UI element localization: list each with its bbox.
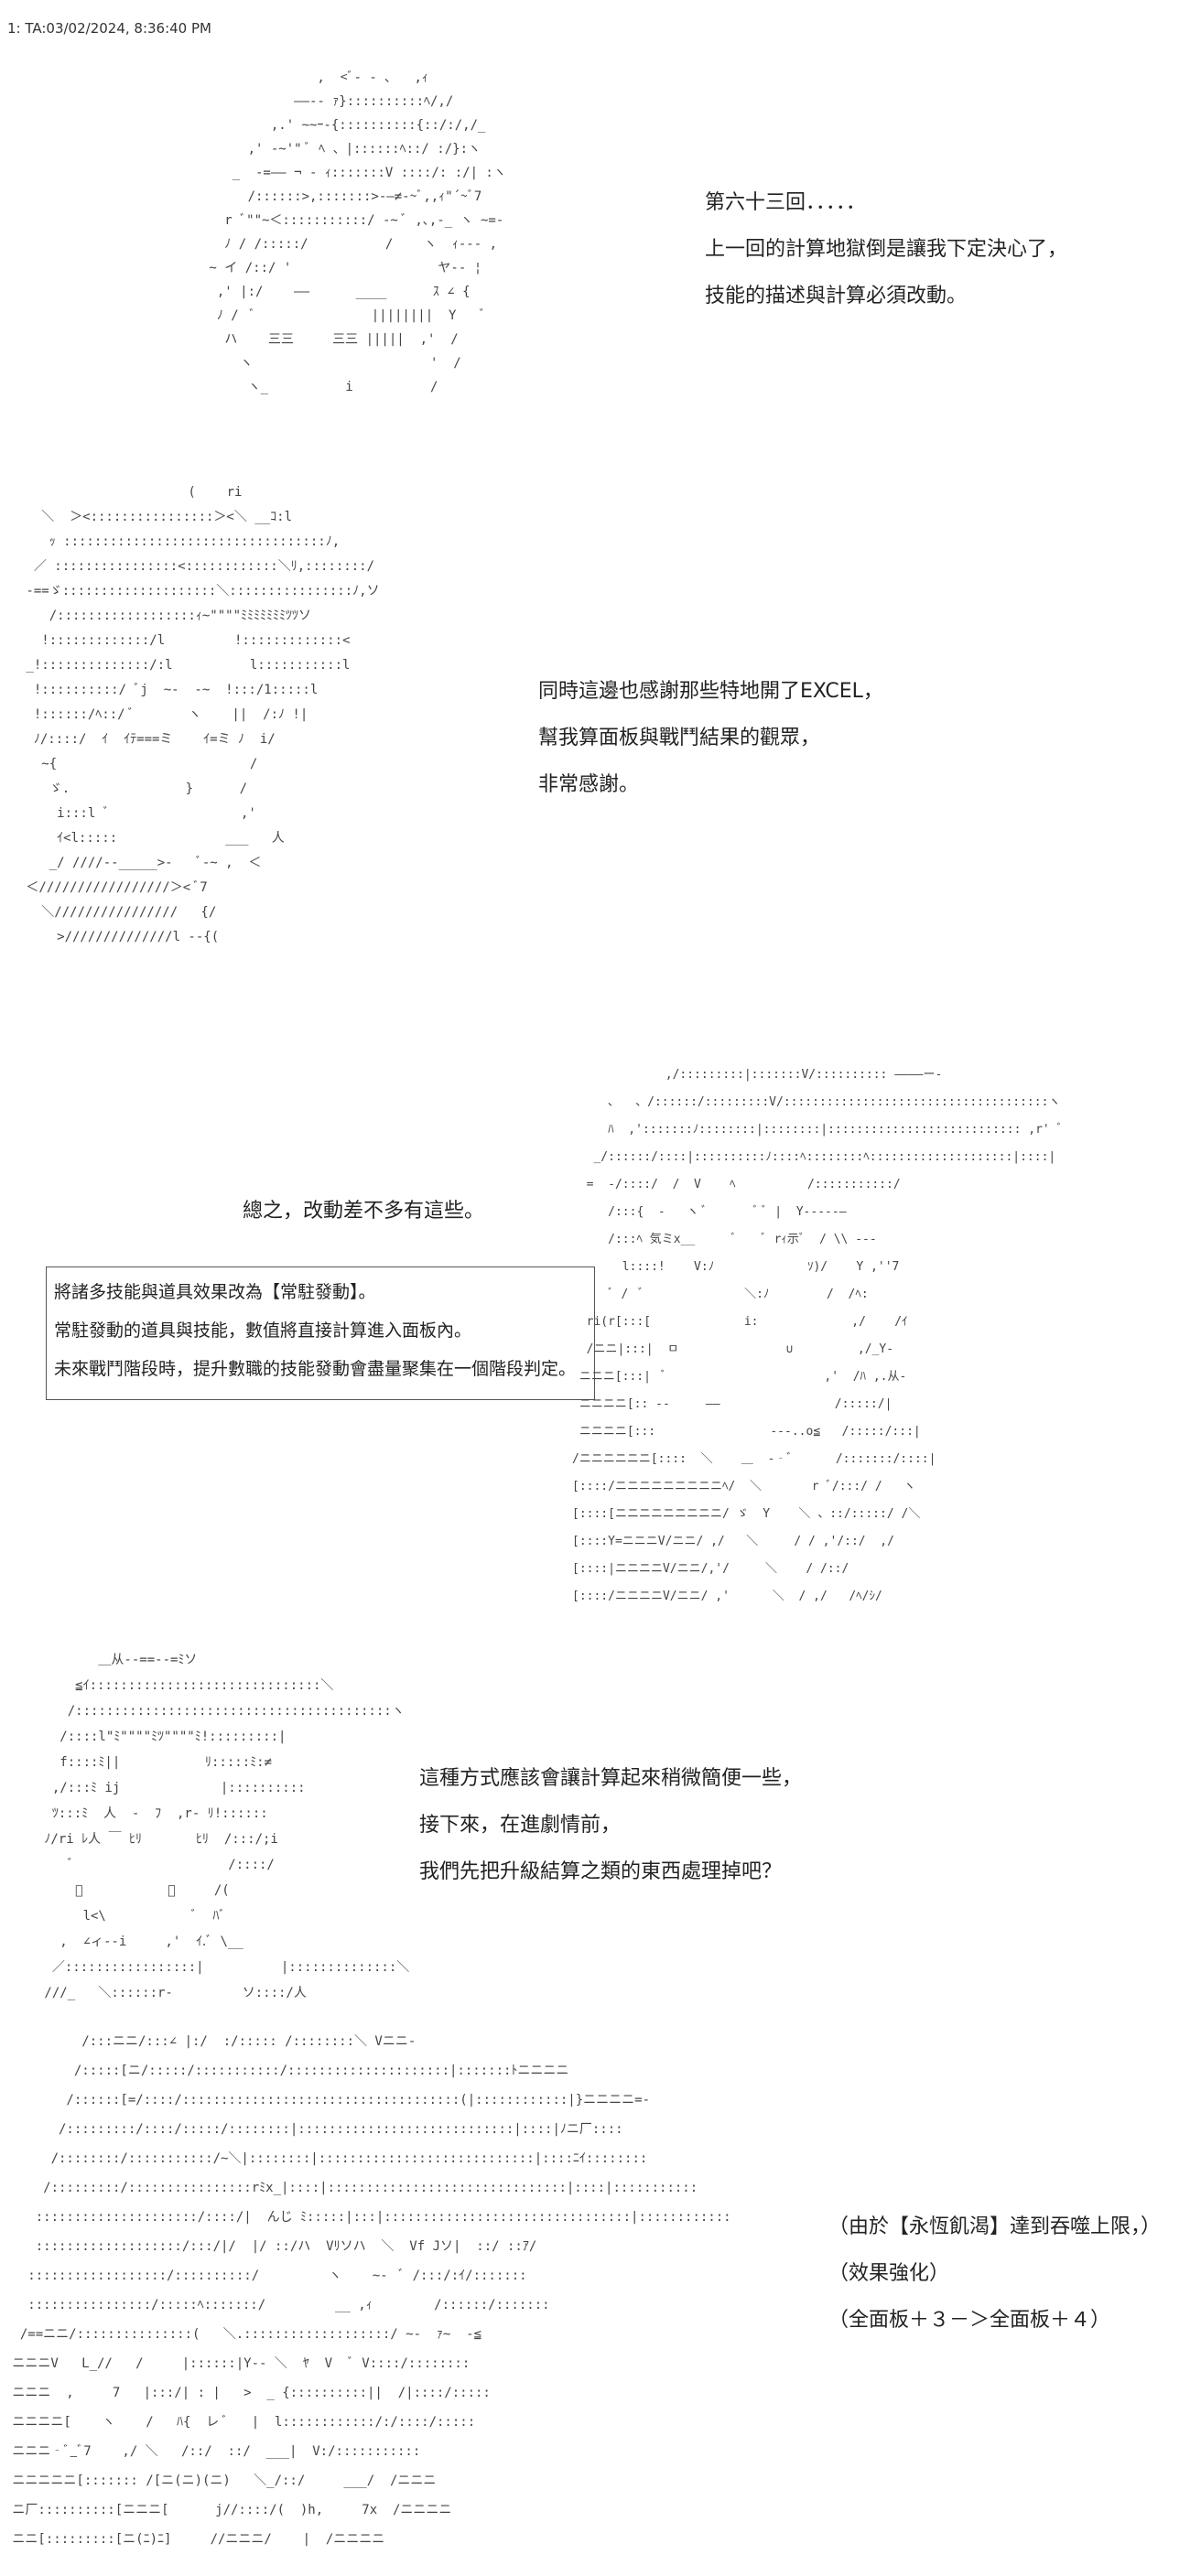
dialogue-2-line-1: 同時這邊也感謝那些特地開了EXCEL， <box>538 680 883 703</box>
dialogue-1-line-3: 技能的描述與計算必須改動。 <box>705 285 968 307</box>
ascii-art-2: ( ri ＼ ＞<::::::::::::::::＞<＼ __ｺ:l ｯ :::… <box>26 485 380 944</box>
ascii-art-5: /:::ニニ/:::∠ |:/ :/::::: /::::::::＼ Vニニ- … <box>12 2034 731 2547</box>
dialogue-5: （由於【永恆飢渴】達到吞噬上限，） （效果強化） （全面板＋３－＞全面板＋４） <box>828 2204 1161 2344</box>
change-item-1: 將諸多技能與道具效果改為【常駐發動】。 <box>54 1282 376 1302</box>
ascii-art-3: ,/:::::::::|:::::::V/:::::::::: ――――ー- ､… <box>572 1068 1064 1603</box>
dialogue-3: 總之，改動差不多有這些。 <box>243 1188 484 1234</box>
dialogue-2: 同時這邊也感謝那些特地開了EXCEL， 幫我算面板與戰鬥結果的觀眾， 非常感謝。 <box>538 668 883 808</box>
dialogue-4-line-1: 這種方式應該會讓計算起來稍微簡便一些， <box>419 1767 803 1790</box>
ascii-art-4: ＿从‐-==‐-=ﾐソ ≦ｲ::::::::::::::::::::::::::… <box>44 1653 410 2000</box>
dialogue-1: 第六十三回．．．．． 上一回的計算地獄倒是讓我下定決心了， 技能的描述與計算必須… <box>705 179 1067 319</box>
change-item-2: 常駐發動的道具與技能，數值將直接計算進入面板內。 <box>54 1320 472 1341</box>
dialogue-2-line-2: 幫我算面板與戰鬥結果的觀眾， <box>538 727 821 749</box>
dialogue-4-line-2: 接下來，在進劇情前， <box>419 1814 622 1837</box>
post-header: 1: TA:03/02/2024, 8:36:40 PM <box>7 20 211 37</box>
dialogue-3-line-1: 總之，改動差不多有這些。 <box>243 1200 485 1223</box>
dialogue-5-line-2: （效果強化） <box>828 2262 950 2285</box>
change-item-3: 未來戰鬥階段時，提升數職的技能發動會盡量聚集在一個階段判定。 <box>54 1359 577 1379</box>
dialogue-4: 這種方式應該會讓計算起來稍微簡便一些， 接下來，在進劇情前， 我們先把升級結算之… <box>419 1755 802 1895</box>
ascii-art-1: , <ﾞ- ‐ ､ ,ｨ ――-- ｧ}::::::::::ﾍ/,/ ,.' ~… <box>209 70 506 394</box>
change-list-box: 將諸多技能與道具效果改為【常駐發動】。 常駐發動的道具與技能，數值將直接計算進入… <box>46 1266 595 1400</box>
dialogue-5-line-1: （由於【永恆飢渴】達到吞噬上限，） <box>828 2215 1162 2238</box>
dialogue-1-line-1: 第六十三回．．．．． <box>705 191 867 214</box>
dialogue-1-line-2: 上一回的計算地獄倒是讓我下定決心了， <box>705 238 1068 261</box>
dialogue-5-line-3: （全面板＋３－＞全面板＋４） <box>828 2309 1111 2332</box>
dialogue-4-line-3: 我們先把升級結算之類的東西處理掉吧？ <box>419 1860 783 1883</box>
dialogue-2-line-3: 非常感謝。 <box>538 773 640 796</box>
